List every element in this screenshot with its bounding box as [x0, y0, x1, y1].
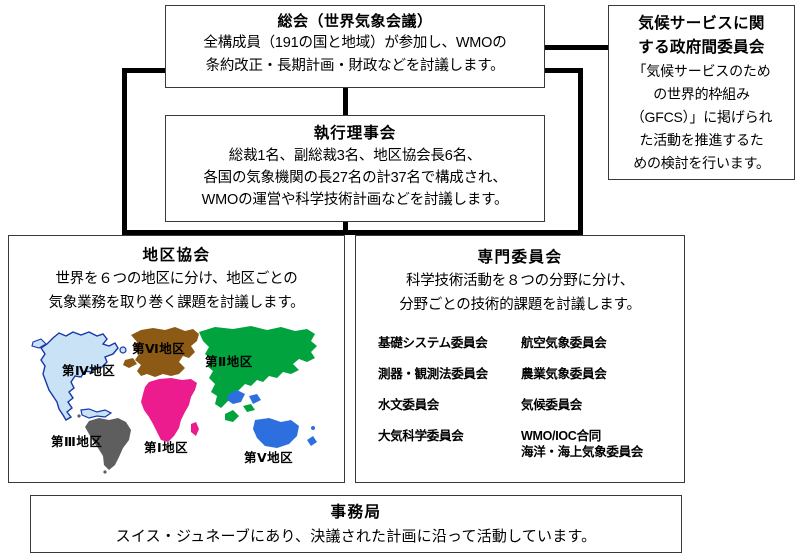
box-executive-council: 執行理事会 総裁1名、副総裁3名、地区協会長6名、 各国の気象機関の長27名の計…	[165, 115, 545, 222]
box-regional-associations: 地区協会 世界を６つの地区に分け、地区ごとの 気象業務を取り巻く課題を討議します…	[8, 235, 345, 483]
commission-item-atmospheric-sciences: 大気科学委員会	[378, 429, 464, 443]
box-intergovernmental-board-climate-services: 気候サービスに関 する政府間委員会 「気候サービスのため の世界的枠組み （GF…	[608, 5, 795, 180]
executive-title: 執行理事会	[313, 125, 397, 142]
connector-assembly-to-exec	[343, 88, 348, 116]
map-label-region-5: 第Ⅴ地区	[244, 451, 294, 465]
secretariat-title: 事務局	[330, 504, 382, 521]
assembly-body-line-1: 全構成員（191の国と地域）が参加し、WMOの	[203, 35, 507, 51]
regional-body-line-2: 気象業務を取り巻く課題を討議します。	[48, 295, 305, 311]
commission-item-agricultural: 農業気象委員会	[521, 367, 607, 381]
map-region-2-asia	[199, 326, 317, 422]
executive-body-line-2: 各国の気象機関の長27名の計37名で構成され、	[203, 170, 507, 186]
connector-exec-drop	[343, 222, 348, 235]
climate-title-line-1: 気候サービスに関	[638, 15, 765, 32]
commission-item-aeronautical: 航空気象委員会	[521, 336, 607, 350]
commission-item-basic-systems: 基礎システム委員会	[378, 336, 488, 350]
commission-list: 基礎システム委員会 航空気象委員会 測器・観測法委員会 農業気象委員会 水文委員…	[378, 336, 678, 460]
map-label-region-6: 第Ⅵ地区	[132, 342, 186, 356]
technical-body-line-1: 科学技術活動を８つの分野に分け、	[405, 273, 635, 289]
secretariat-body-line-1: スイス・ジュネーブにあり、決議された計画に沿って活動しています。	[115, 528, 597, 545]
executive-body-line-3: WMOの運営や科学技術計画などを討議します。	[201, 192, 509, 208]
climate-body-line-1: 「気候サービスのため	[632, 63, 771, 79]
commission-item-hydrology: 水文委員会	[378, 398, 440, 412]
connector-left-trunk	[122, 68, 127, 235]
climate-body-line-4: た活動を推進するた	[639, 132, 764, 148]
commission-item-oceanography-marine: WMO/IOC合同 海洋・海上気象委員会	[521, 429, 644, 459]
box-general-assembly: 総会（世界気象会議） 全構成員（191の国と地域）が参加し、WMOの 条約改正・…	[165, 5, 545, 88]
technical-body-line-2: 分野ごとの技術的課題を討議します。	[399, 297, 641, 313]
regional-title: 地区協会	[142, 247, 211, 264]
assembly-title: 総会（世界気象会議）	[277, 13, 433, 30]
map-label-region-3: 第Ⅲ地区	[51, 435, 103, 449]
regional-body-line-1: 世界を６つの地区に分け、地区ごとの	[55, 271, 298, 287]
technical-title: 専門委員会	[477, 249, 563, 266]
map-label-region-4: 第Ⅳ地区	[62, 364, 116, 378]
assembly-body-line-2: 条約改正・長期計画・財政などを討議します。	[205, 58, 505, 74]
climate-body-line-3: （GFCS）」に掲げられ	[630, 109, 773, 125]
executive-body-line-1: 総裁1名、副総裁3名、地区協会長6名、	[228, 148, 482, 164]
box-technical-commissions: 専門委員会 科学技術活動を８つの分野に分け、 分野ごとの技術的課題を討議します。…	[355, 235, 685, 483]
map-region-3-south-america	[77, 414, 131, 474]
world-map-svg	[31, 326, 317, 474]
commission-item-climatology: 気候委員会	[521, 398, 583, 412]
map-region-6-europe	[123, 327, 199, 377]
climate-body-line-5: めの検討を行います。	[633, 155, 770, 171]
map-label-region-1: 第Ⅰ地区	[144, 441, 189, 455]
commission-item-instruments: 測器・観測法委員会	[378, 367, 488, 381]
world-map: 第Ⅳ地区 第Ⅵ地区 第Ⅱ地区 第Ⅲ地区 第Ⅰ地区 第Ⅴ地区	[19, 324, 337, 474]
map-region-5-south-west-pacific	[227, 390, 317, 448]
box-secretariat: 事務局 スイス・ジュネーブにあり、決議された計画に沿って活動しています。	[30, 495, 682, 553]
connector-right-trunk	[578, 68, 583, 235]
connector-distribution-bar	[122, 230, 583, 235]
climate-body-line-2: の世界的枠組み	[653, 86, 750, 102]
map-region-1-africa	[141, 378, 199, 442]
connector-assembly-left-stub	[122, 68, 167, 73]
climate-title-line-2: する政府間委員会	[638, 39, 765, 56]
connector-assembly-to-climate	[545, 45, 609, 50]
connector-assembly-right-stub	[545, 68, 583, 73]
map-region-4-north-america	[31, 331, 127, 421]
map-label-region-2: 第Ⅱ地区	[205, 355, 253, 369]
